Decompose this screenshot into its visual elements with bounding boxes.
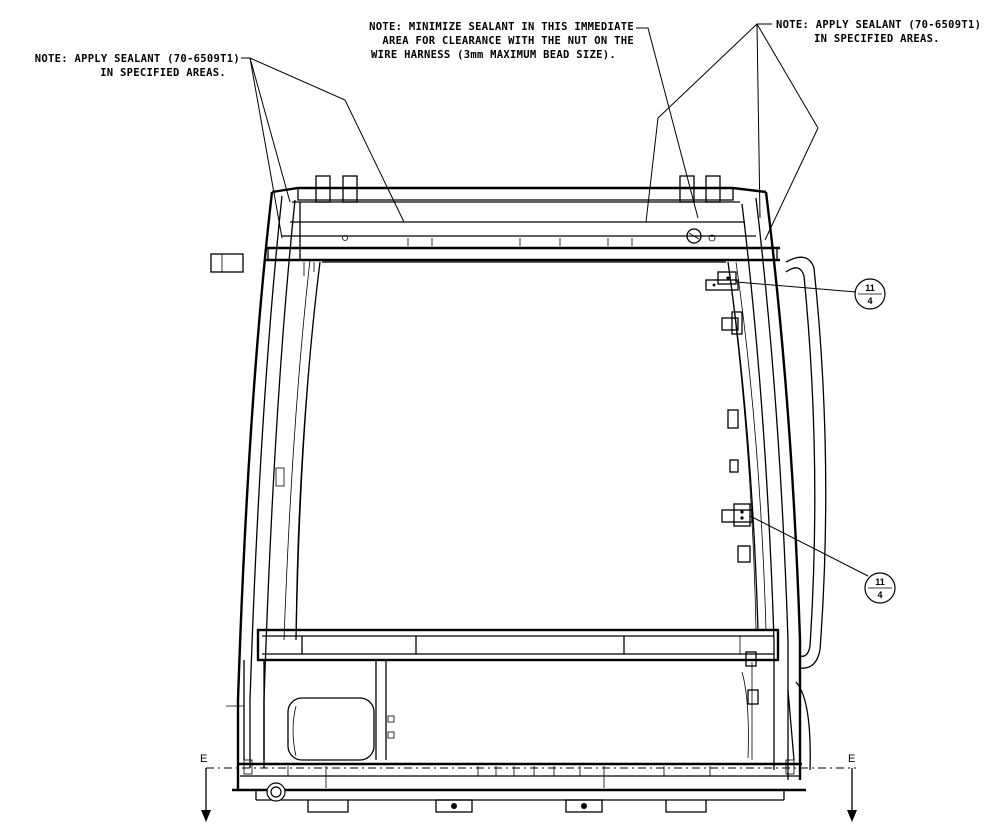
lower-compartment <box>263 659 753 761</box>
callout-upper-top: 11 <box>865 283 875 293</box>
note-right-line1: NOTE: APPLY SEALANT (70-6509T1) <box>776 19 981 31</box>
note-right-line2: IN SPECIFIED AREAS. <box>814 33 940 45</box>
section-mark-right: E <box>848 753 855 765</box>
note-left-line2: IN SPECIFIED AREAS. <box>100 67 226 79</box>
left-post <box>226 191 321 790</box>
top-header <box>210 175 780 273</box>
callout-lower-top: 11 <box>875 577 885 587</box>
callout-upper-bottom: 4 <box>867 296 872 306</box>
note-center-line2: AREA FOR CLEARANCE WITH THE NUT ON THE <box>382 35 634 47</box>
callout-lower-bottom: 4 <box>877 590 882 600</box>
note-left: NOTE: APPLY SEALANT (70-6509T1) IN SPECI… <box>35 53 240 79</box>
note-left-line1: NOTE: APPLY SEALANT (70-6509T1) <box>35 53 240 65</box>
right-post <box>705 191 827 780</box>
leader-lines <box>241 23 819 241</box>
floor-base <box>232 759 806 813</box>
section-line-e: E E <box>200 753 857 822</box>
callout-upper: 11 4 <box>735 278 886 310</box>
note-center-line1: NOTE: MINIMIZE SEALANT IN THIS IMMEDIATE <box>369 21 634 33</box>
lower-cross-member <box>256 628 780 662</box>
note-right: NOTE: APPLY SEALANT (70-6509T1) IN SPECI… <box>776 19 981 45</box>
callout-lower: 11 4 <box>749 515 896 604</box>
note-center: NOTE: MINIMIZE SEALANT IN THIS IMMEDIATE… <box>369 21 634 61</box>
window-opening <box>295 261 757 631</box>
section-mark-left: E <box>200 753 207 765</box>
note-center-line3: WIRE HARNESS (3mm MAXIMUM BEAD SIZE). <box>371 49 616 61</box>
